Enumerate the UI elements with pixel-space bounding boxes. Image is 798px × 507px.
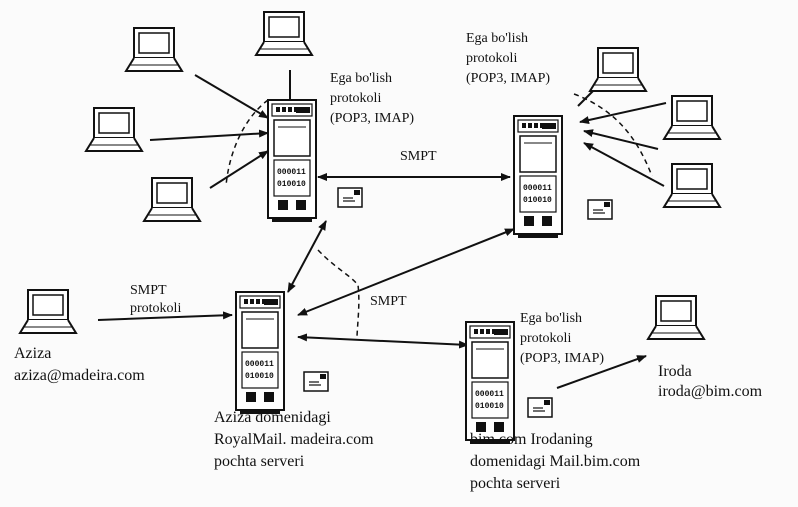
laptop-icon <box>589 47 647 92</box>
arrow-laptop-midleft-to-server-tl <box>149 129 269 141</box>
laptop-icon <box>647 295 705 340</box>
dashed-arc-aziza <box>317 249 360 337</box>
arrow-laptop-topleft-to-server-tl <box>194 74 269 119</box>
envelopes <box>303 187 613 418</box>
envelope-icon <box>303 371 329 392</box>
arrow-aziza-to-server <box>97 311 233 321</box>
arrow-laptop-r3-to-server-tr <box>583 142 665 187</box>
arrow-bim-to-iroda <box>556 355 647 389</box>
envelope-icon <box>587 199 613 220</box>
laptop-icon <box>255 11 313 56</box>
arrow-server-tl-aziza <box>287 220 327 293</box>
connectors <box>97 70 667 389</box>
server-panel-text: 010010 <box>475 402 504 411</box>
server-aziza-icon: 000011 010010 <box>235 291 285 414</box>
smpt-label-middle: SMPT <box>370 294 407 309</box>
server-top-left-icon: 000011 010010 <box>267 99 317 222</box>
server-top-right-icon: 000011 010010 <box>513 115 563 238</box>
arrow-laptop-bottomleft-to-server-tl <box>209 150 269 189</box>
server-panel-text: 000011 <box>277 168 306 177</box>
aziza-name: Aziza <box>14 345 51 362</box>
iroda-email: iroda@bim.com <box>658 383 763 400</box>
server-panel-text: 000011 <box>245 360 274 369</box>
access-protocol-label-tl: Ega bo'lish protokoli (POP3, IMAP) <box>330 71 414 126</box>
smpt-protocol-label: SMPT protokoli <box>130 283 181 316</box>
laptop-icon <box>143 177 201 222</box>
laptop-icon <box>19 289 77 334</box>
smpt-label-top: SMPT <box>400 149 437 164</box>
bim-server-label: bim.com Irodaning domenidagi Mail.bim.co… <box>470 431 644 492</box>
labels: Ega bo'lish protokoli (POP3, IMAP) Ega b… <box>14 31 763 492</box>
server-panel-text: 000011 <box>475 390 504 399</box>
envelope-icon <box>527 397 553 418</box>
laptop-icon <box>85 107 143 152</box>
server-panel-text: 010010 <box>277 180 306 189</box>
arrow-laptop-r2-to-server-tr <box>583 129 659 150</box>
dashed-arc-tl <box>225 99 269 187</box>
server-panel-text: 010010 <box>245 372 274 381</box>
dashed-arc-tr <box>573 93 653 177</box>
laptop-icon <box>663 95 721 140</box>
server-panel-text: 010010 <box>523 196 552 205</box>
aziza-server-label: Aziza domenidagi RoyalMail. madeira.com … <box>214 409 378 470</box>
server-bim-icon: 000011 010010 <box>465 321 515 444</box>
server-panel-text: 000011 <box>523 184 552 193</box>
arrow-server-aziza-bim <box>297 333 469 349</box>
access-protocol-label-tr: Ega bo'lish protokoli (POP3, IMAP) <box>466 31 550 86</box>
laptops <box>19 11 721 340</box>
access-protocol-label-bottom: Ega bo'lish protokoli (POP3, IMAP) <box>520 311 604 366</box>
arrow-server-aziza-tr <box>297 228 515 316</box>
envelope-icon <box>337 187 363 208</box>
aziza-email: aziza@madeira.com <box>14 367 145 384</box>
laptop-icon <box>663 163 721 208</box>
laptop-icon <box>125 27 183 72</box>
iroda-name: Iroda <box>658 363 692 380</box>
arrow-laptop-r1-to-server-tr <box>579 102 667 124</box>
